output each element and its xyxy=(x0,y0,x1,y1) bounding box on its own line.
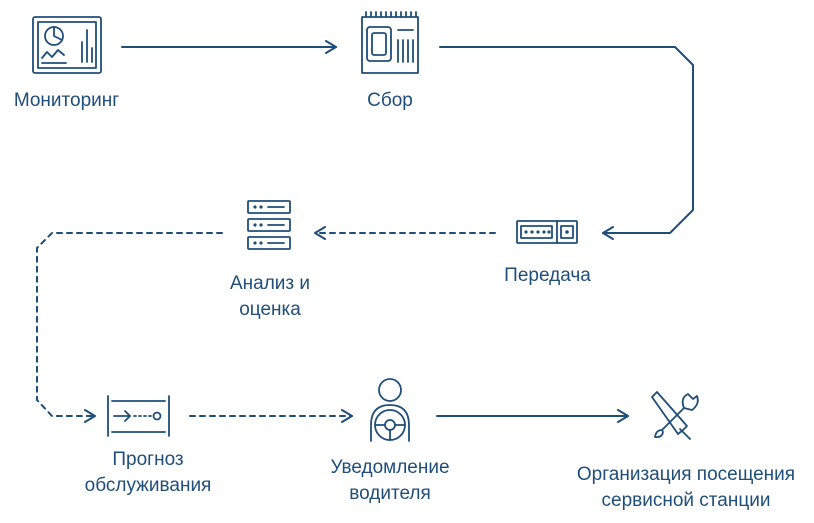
arrow-analysis-to-forecast xyxy=(36,232,223,423)
transfer-label: Передача xyxy=(490,263,605,289)
tools-icon xyxy=(651,391,699,440)
dashboard-icon xyxy=(32,16,102,74)
timeline-panel-icon xyxy=(107,395,170,437)
monitoring-label: Мониторинг xyxy=(9,88,124,114)
forecast-label: Прогноз обслуживания xyxy=(68,447,228,499)
service-label: Организация посещения сервисной станции xyxy=(562,462,810,514)
forecast-label-line2: обслуживания xyxy=(84,475,212,496)
server-rack-icon xyxy=(247,200,291,250)
chip-card-icon xyxy=(361,11,419,74)
monitoring-label-text: Мониторинг xyxy=(13,90,120,111)
service-label-line2: сервисной станции xyxy=(601,490,771,511)
analysis-label: Анализ и оценка xyxy=(215,271,325,323)
transfer-label-text: Передача xyxy=(504,265,591,286)
analysis-label-line2: оценка xyxy=(239,299,301,320)
notification-label: Уведомление водителя xyxy=(320,455,460,507)
driver-wheel-icon xyxy=(370,378,410,442)
arrow-collection-to-transfer xyxy=(439,46,694,240)
collection-label-text: Сбор xyxy=(367,90,413,111)
collection-label: Сбор xyxy=(355,88,425,114)
notification-label-line1: Уведомление xyxy=(330,457,450,478)
network-device-icon xyxy=(516,220,578,244)
notification-label-line2: водителя xyxy=(349,483,431,504)
analysis-label-line1: Анализ и xyxy=(229,273,311,294)
forecast-label-line1: Прогноз xyxy=(112,449,184,470)
service-label-line1: Организация посещения xyxy=(576,464,796,485)
